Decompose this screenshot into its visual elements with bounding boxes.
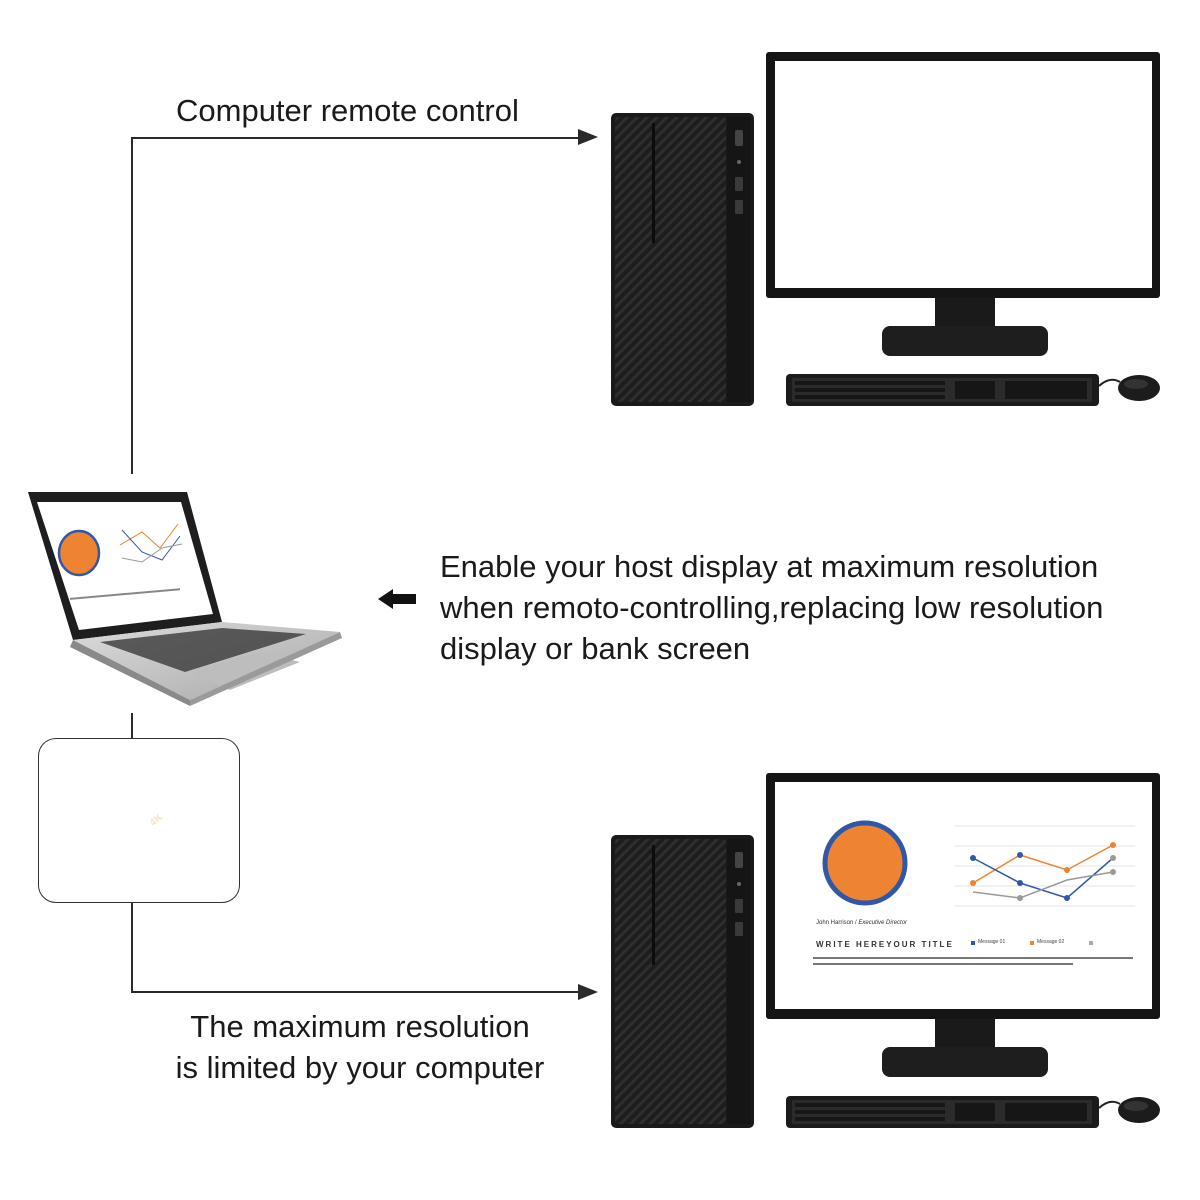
screen-legend-2: Message 02 bbox=[1037, 939, 1065, 945]
tower-case-icon bbox=[611, 113, 754, 406]
keyboard-icon bbox=[786, 1096, 1099, 1128]
dongle-box bbox=[38, 738, 240, 903]
screen-name: John Harrison bbox=[816, 920, 854, 926]
caption-max-resolution: The maximum resolution is limited by you… bbox=[130, 1006, 590, 1088]
caption-enable-display: Enable your host display at maximum reso… bbox=[440, 546, 1180, 669]
laptop-orange-circle-icon bbox=[57, 529, 101, 577]
caption-line: Enable your host display at maximum reso… bbox=[440, 549, 1099, 584]
caption-line: is limited by your computer bbox=[175, 1050, 545, 1085]
chart-line-blue bbox=[972, 857, 1114, 899]
screen-person-name: John Harrison / Executive Director bbox=[816, 920, 908, 926]
caption-remote-control: Computer remote control bbox=[176, 93, 519, 128]
connector-top-vertical bbox=[131, 137, 133, 474]
arrowhead-top-icon bbox=[578, 129, 598, 145]
connector-bottom-vertical bbox=[131, 902, 133, 992]
connector-laptop-dongle bbox=[131, 713, 133, 739]
caption-line: The maximum resolution bbox=[190, 1009, 530, 1044]
desktop-pc-top bbox=[611, 52, 1160, 406]
chart-line-gray bbox=[972, 871, 1114, 899]
arrow-left-icon bbox=[378, 589, 416, 609]
mouse-icon bbox=[1098, 1097, 1160, 1123]
keyboard-icon bbox=[786, 374, 1099, 406]
laptop-icon bbox=[28, 492, 342, 706]
orange-circle-icon bbox=[822, 820, 908, 906]
mouse-icon bbox=[1098, 375, 1160, 401]
connector-top-horizontal bbox=[131, 137, 581, 139]
caption-line: when remoto-controlling,replacing low re… bbox=[440, 590, 1104, 625]
screen-title: WRITE HEREYOUR TITLE bbox=[816, 940, 954, 949]
tower-case-icon bbox=[611, 835, 754, 1128]
monitor-icon bbox=[766, 52, 1160, 356]
screen-legend-1: Message 01 bbox=[978, 939, 1006, 945]
desktop-pc-bottom bbox=[611, 773, 1160, 1128]
chart-line-orange bbox=[972, 844, 1114, 884]
connector-bottom-horizontal bbox=[131, 991, 581, 993]
arrowhead-bottom-icon bbox=[578, 984, 598, 1000]
screen-role: Executive Director bbox=[858, 920, 908, 926]
monitor-screen-content bbox=[813, 820, 1135, 965]
caption-line: display or bank screen bbox=[440, 631, 751, 666]
